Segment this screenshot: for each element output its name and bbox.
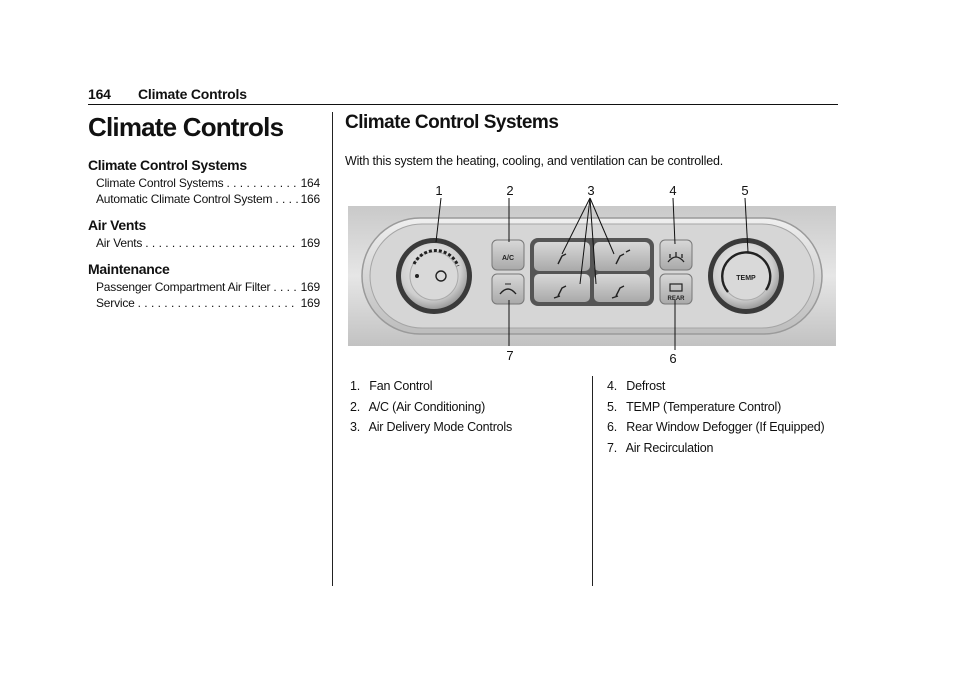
toc-section-heading: Air Vents [88, 217, 146, 233]
climate-control-panel-figure: A/C REAR TEMP [348, 180, 836, 370]
toc-entry[interactable]: Climate Control Systems 164 [88, 175, 320, 191]
toc-entry-label: Service [96, 296, 135, 310]
legend-list-right: 4. Defrost 5. TEMP (Temperature Control)… [607, 376, 825, 459]
callout-2: 2 [506, 183, 513, 198]
legend-item: 1. Fan Control [350, 376, 512, 397]
toc-entry-label: Automatic Climate Control System [96, 192, 273, 206]
fan-icon [435, 270, 447, 282]
legend-item-number: 7. [607, 440, 618, 455]
toc-entry[interactable]: Air Vents 169 [88, 235, 320, 251]
rear-defog-icon [669, 283, 683, 292]
ac-button [491, 239, 525, 271]
legend-item-number: 2. [350, 399, 361, 414]
defrost-icon [667, 252, 685, 263]
legend-item-text: Air Recirculation [625, 440, 714, 455]
legend-item-text: Air Delivery Mode Controls [368, 420, 513, 434]
climate-panel-illustration: A/C REAR TEMP [348, 183, 836, 366]
legend-item-number: 5. [607, 399, 618, 414]
toc-leader-dots [273, 279, 297, 295]
legend-item: 5. TEMP (Temperature Control) [607, 397, 824, 418]
chapter-title: Climate Controls [88, 112, 284, 142]
rear-button-label: REAR [667, 296, 685, 302]
toc-entry[interactable]: Passenger Compartment Air Filter 169 [88, 279, 320, 295]
page-number: 164 [88, 86, 111, 102]
legend-item-number: 1. [350, 379, 361, 393]
toc-entry-label: Climate Control Systems [96, 176, 224, 190]
legend-item-number: 3. [350, 420, 361, 434]
legend-item: 3. Air Delivery Mode Controls [350, 417, 512, 438]
toc-section-heading: Maintenance [88, 261, 170, 277]
callout-4: 4 [669, 183, 676, 198]
legend-item: 4. Defrost [607, 376, 824, 397]
toc-entry-page: 169 [300, 296, 321, 310]
section-heading: Climate Control Systems [345, 112, 559, 133]
legend-item-number: 4. [607, 379, 618, 393]
legend-item: 7. Air Recirculation [607, 438, 824, 459]
legend-item-text: Defrost [626, 379, 666, 393]
toc-leader-dots [138, 295, 298, 311]
seat-floor-defrost-icon [611, 285, 625, 299]
legend-list-left: 1. Fan Control 2. A/C (Air Conditioning)… [350, 376, 512, 438]
toc-leader-dots [145, 235, 297, 251]
header-section-title: Climate Controls [138, 86, 247, 102]
legend-item: 2. A/C (Air Conditioning) [350, 397, 512, 418]
callout-5: 5 [741, 183, 748, 198]
seat-defrost-icon [615, 249, 631, 265]
ac-button-label: A/C [502, 255, 514, 262]
temp-knob-label: TEMP [736, 275, 756, 282]
toc-entry-page: 164 [300, 176, 321, 190]
legend-item-text: Rear Window Defogger (If Equipped) [626, 420, 825, 434]
legend-item-text: Fan Control [369, 379, 433, 393]
callout-6: 6 [669, 351, 676, 366]
toc-entry-label: Air Vents [96, 236, 143, 250]
toc-entry-page: 166 [300, 192, 321, 206]
legend-item: 6. Rear Window Defogger (If Equipped) [607, 417, 825, 438]
callout-3: 3 [587, 183, 594, 198]
toc-section-heading: Climate Control Systems [88, 157, 247, 173]
column-divider [592, 376, 593, 586]
seat-floor-icon [553, 285, 567, 299]
toc-entry[interactable]: Service 169 [88, 295, 320, 311]
mode-button-face-floor [594, 274, 650, 302]
toc-entry[interactable]: Automatic Climate Control System 166 [88, 191, 320, 207]
intro-paragraph: With this system the heating, cooling, a… [345, 154, 723, 168]
column-divider [332, 112, 333, 586]
recirculation-icon [499, 288, 517, 295]
toc-leader-dots [275, 191, 297, 207]
page-header: 164 Climate Controls [88, 84, 838, 105]
legend-item-text: TEMP (Temperature Control) [626, 399, 782, 414]
toc-entry-label: Passenger Compartment Air Filter [96, 280, 271, 294]
seat-face-icon [557, 253, 567, 265]
callout-7: 7 [506, 348, 513, 363]
toc-entry-page: 169 [300, 280, 321, 294]
chapter-toc: Climate Controls Climate Control Systems… [88, 112, 320, 311]
toc-entry-page: 169 [300, 236, 321, 250]
section-heading-block: Climate Control Systems [345, 112, 840, 134]
legend-item-text: A/C (Air Conditioning) [368, 399, 486, 414]
toc-leader-dots [226, 175, 297, 191]
callout-1: 1 [435, 183, 442, 198]
rear-defog-button [659, 273, 693, 305]
mode-button-face-defrost [594, 242, 650, 271]
legend-item-number: 6. [607, 420, 618, 434]
